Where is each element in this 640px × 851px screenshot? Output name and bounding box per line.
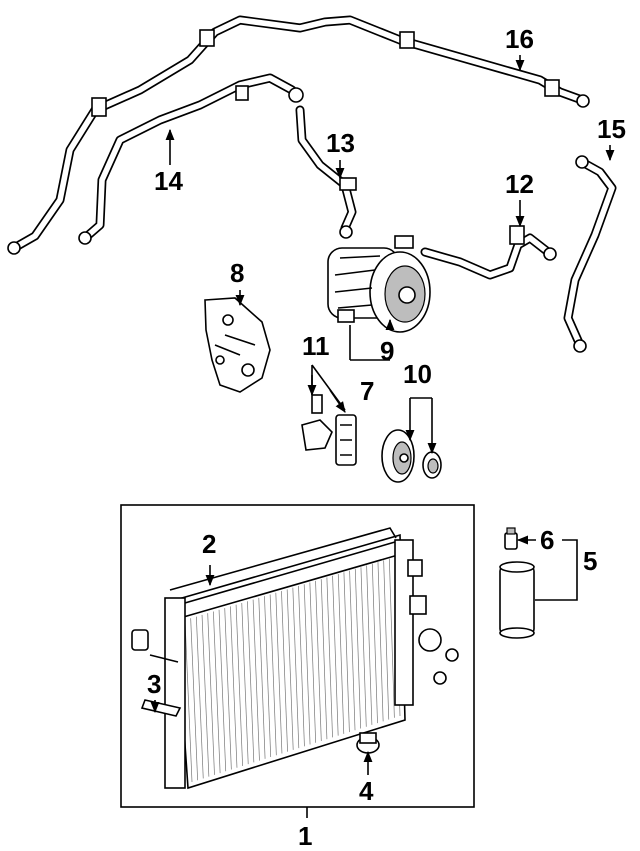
callout-2: 2 (202, 529, 216, 559)
condenser-fin (349, 570, 356, 731)
condenser-fin (383, 560, 390, 720)
callout-16: 16 (505, 24, 534, 54)
fitting (576, 94, 590, 108)
callout-12: 12 (505, 169, 534, 199)
pressure-switch-6[interactable] (504, 527, 518, 550)
callout-15: 15 (597, 114, 626, 144)
callout-13: 13 (326, 128, 355, 158)
condenser-fin (218, 609, 227, 772)
condenser-fin (241, 602, 249, 765)
clutch-assembly-10[interactable] (381, 429, 442, 483)
condenser-fin (196, 616, 204, 779)
switch-assembly-11[interactable] (301, 394, 357, 466)
condenser-2[interactable] (164, 527, 414, 790)
condenser-fin (258, 597, 266, 759)
hose-12[interactable] (420, 225, 557, 280)
condenser-fin (332, 575, 339, 736)
condenser-fin (252, 599, 260, 761)
receiver-drier-5[interactable] (499, 561, 535, 639)
suction-line-14[interactable] (78, 73, 304, 245)
condenser-fin (326, 577, 333, 738)
condenser-fin (184, 619, 193, 783)
condenser-fin (320, 579, 328, 740)
callout-1: 1 (298, 821, 312, 851)
liquid-line-15[interactable] (563, 155, 617, 353)
callout-3: 3 (147, 669, 161, 699)
compressor-9[interactable] (327, 235, 431, 333)
condenser-fin (235, 604, 243, 766)
condenser-fin (303, 584, 311, 745)
callout-9: 9 (380, 336, 394, 366)
callout-14: 14 (154, 166, 183, 196)
condenser-fin (315, 580, 322, 741)
fitting (339, 177, 357, 191)
callout-6: 6 (540, 525, 554, 555)
discharge-line-16[interactable] (7, 15, 590, 255)
callout-7: 7 (360, 376, 374, 406)
condenser-fin (224, 608, 232, 770)
leader-lines (150, 55, 615, 818)
condenser-fin (360, 567, 367, 727)
fitting (509, 225, 525, 245)
callout-5: 5 (583, 546, 597, 576)
hose-clamp (91, 97, 107, 117)
condenser-fin (388, 558, 395, 718)
fittings-cluster[interactable] (407, 559, 459, 685)
callout-11: 11 (302, 331, 330, 361)
callout-8: 8 (230, 258, 244, 288)
condenser-fin (292, 587, 300, 749)
hose-clamp (544, 79, 560, 97)
fitting (575, 155, 589, 169)
condenser-fin (190, 618, 198, 781)
fitting (573, 339, 587, 353)
condenser-fin (213, 611, 221, 774)
condenser-fin (207, 613, 215, 775)
hose-clamp (199, 29, 215, 47)
condenser-fin (371, 563, 378, 724)
fitting (7, 241, 21, 255)
condenser-fin (247, 601, 255, 763)
fitting (339, 225, 353, 239)
condenser-fin (281, 591, 288, 752)
fitting (288, 87, 304, 103)
condenser-fin (298, 585, 305, 747)
condenser-fin (201, 614, 210, 777)
condenser-fin (377, 562, 384, 722)
condenser-fin (366, 565, 373, 725)
condenser-group-box (120, 504, 475, 808)
condenser-fin (354, 568, 361, 729)
callout-10: 10 (403, 359, 432, 389)
condenser-fin (286, 589, 294, 750)
condenser-fin (269, 594, 277, 756)
hose-13[interactable] (295, 105, 357, 239)
fitting (78, 231, 92, 245)
condenser-fin (343, 572, 350, 733)
compressor-bracket-8[interactable] (204, 297, 271, 393)
condenser-fin (275, 592, 283, 754)
condenser-fin (337, 574, 345, 734)
condenser-fin (309, 582, 317, 743)
cap-4[interactable] (356, 732, 380, 754)
condenser-fin (230, 606, 238, 768)
condenser-fin (264, 596, 272, 758)
hose-clamp (235, 85, 249, 101)
callout-4: 4 (359, 776, 374, 806)
hose-clamp (399, 31, 415, 49)
fitting (543, 247, 557, 261)
